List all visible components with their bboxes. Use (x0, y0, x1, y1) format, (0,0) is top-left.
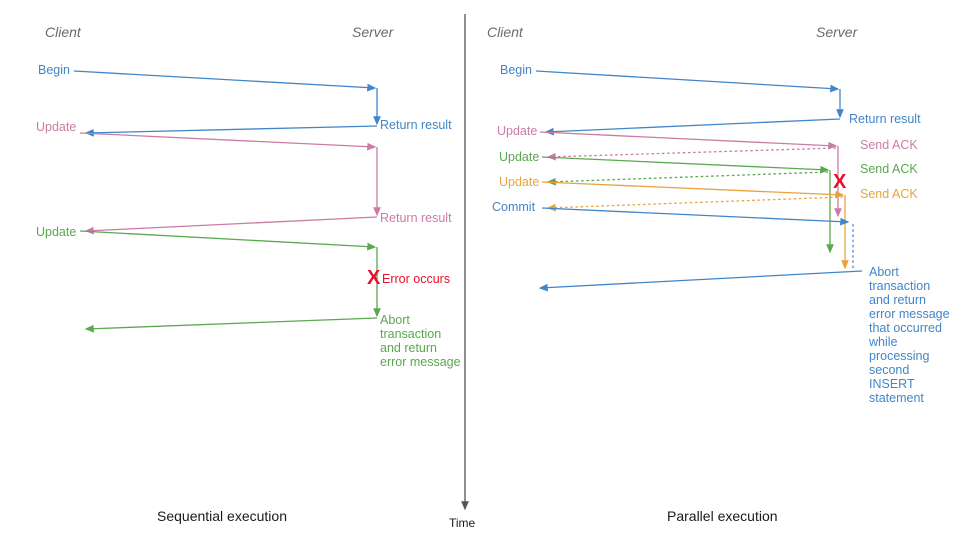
right-msg-send-ack-3: Send ACK (860, 187, 918, 201)
left-msg-abort-line-1: Abort (380, 313, 410, 327)
left-msg-begin: Begin (38, 63, 70, 77)
right-msg-abort-line-6: while (869, 335, 898, 349)
right-msg-return-result: Return result (849, 112, 921, 126)
right-msg-abort-line-2: transaction (869, 279, 931, 293)
right-msg-abort-line-7: processing (869, 349, 930, 363)
right-server-lane-title: Server (816, 24, 858, 40)
left-msg-abort-line-3: and return (380, 341, 437, 355)
left-msg-abort-line-2: transaction (380, 327, 442, 341)
right-msg-commit: Commit (492, 200, 536, 214)
left-diagram-arrows (73, 70, 381, 333)
right-msg-abort-line-8: second (869, 363, 910, 377)
right-msg-abort-line-9: INSERT (869, 377, 915, 391)
right-diagram-arrows (535, 70, 863, 292)
left-msg-update-2: Update (36, 225, 77, 239)
left-msg-abort-line-4: error message (380, 355, 461, 369)
right-caption: Parallel execution (667, 508, 778, 524)
right-msg-update-1: Update (497, 124, 538, 138)
right-msg-send-ack-2: Send ACK (860, 162, 918, 176)
left-server-lane-title: Server (352, 24, 394, 40)
left-caption: Sequential execution (157, 508, 287, 524)
right-msg-abort-line-10: statement (869, 391, 924, 405)
right-msg-abort-line-4: error message (869, 307, 950, 321)
right-msg-abort-line-3: and return (869, 293, 926, 307)
left-client-lane-title: Client (45, 24, 81, 40)
left-error-marker: X (367, 267, 381, 289)
right-client-lane-title: Client (487, 24, 523, 40)
right-msg-abort-line-1: Abort (869, 265, 899, 279)
right-msg-update-3: Update (499, 175, 540, 189)
right-msg-begin: Begin (500, 63, 532, 77)
left-msg-return-result-1: Return result (380, 118, 452, 132)
right-msg-update-2: Update (499, 150, 540, 164)
right-error-marker: X (833, 171, 847, 193)
left-msg-return-result-2: Return result (380, 211, 452, 225)
left-msg-update-1: Update (36, 120, 77, 134)
right-msg-send-ack-1: Send ACK (860, 138, 918, 152)
right-msg-abort-line-5: that occurred (869, 321, 942, 335)
left-msg-error-occurs: Error occurs (382, 272, 451, 286)
time-axis-label: Time (449, 516, 476, 530)
